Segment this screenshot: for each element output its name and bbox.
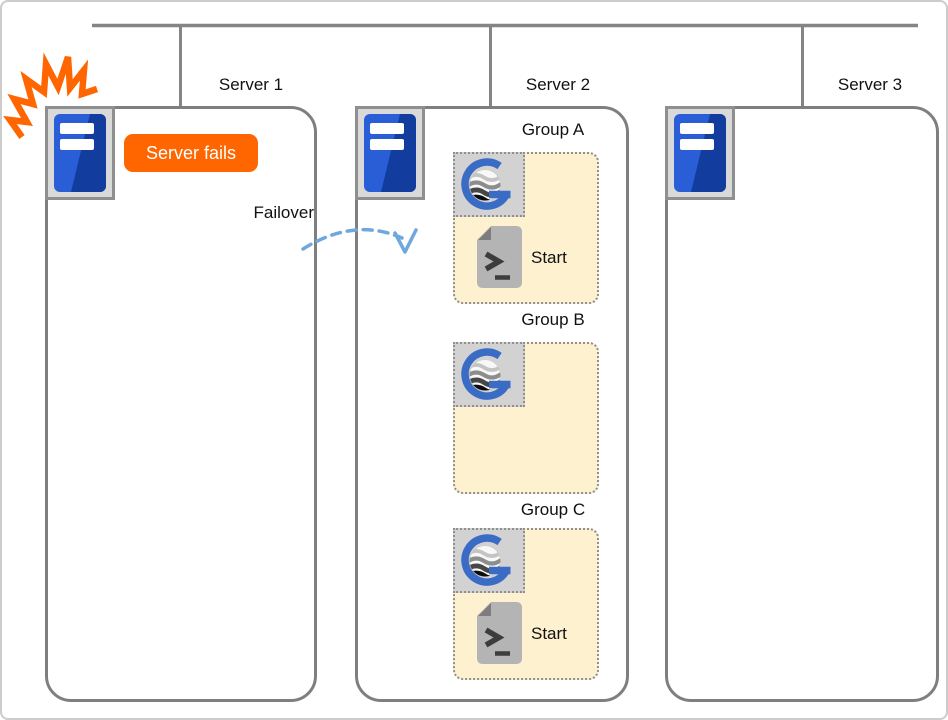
group-c-label: Group C bbox=[520, 500, 586, 519]
server-fails-badge: Server fails bbox=[124, 134, 258, 172]
server-3-box bbox=[665, 106, 939, 702]
start-script-icon bbox=[475, 600, 524, 666]
server-3-tower-icon bbox=[665, 106, 735, 200]
gateway-g-logo-icon bbox=[453, 528, 525, 593]
group-b-label: Group B bbox=[521, 310, 585, 329]
server-1-tower-icon bbox=[45, 106, 115, 200]
group-c-start-label: Start bbox=[531, 624, 567, 643]
group-a-label: Group A bbox=[521, 120, 585, 139]
server-1-box bbox=[45, 106, 317, 702]
server-3-label: Server 3 bbox=[837, 75, 903, 94]
group-a-start-label: Start bbox=[531, 248, 567, 267]
gateway-g-logo-icon bbox=[453, 342, 525, 407]
server-2-tower-icon bbox=[355, 106, 425, 200]
server-2-label: Server 2 bbox=[525, 75, 591, 94]
gateway-g-logo-icon bbox=[453, 152, 525, 217]
server-1-label: Server 1 bbox=[218, 75, 284, 94]
start-script-icon bbox=[475, 224, 524, 290]
failover-label: Failover bbox=[253, 203, 314, 222]
